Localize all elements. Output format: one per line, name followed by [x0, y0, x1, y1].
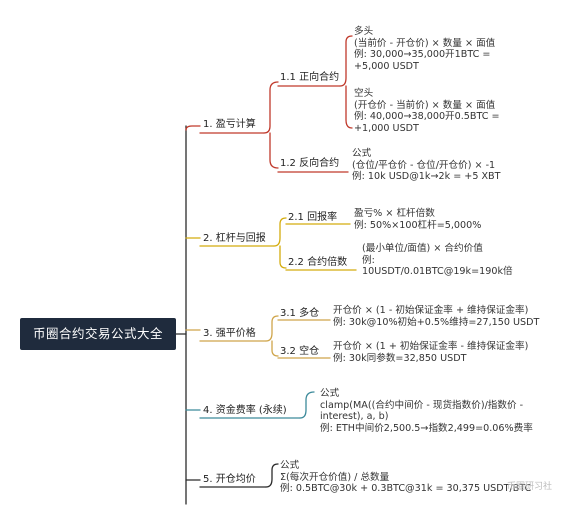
root-node: 币圈合约交易公式大全 [20, 318, 176, 350]
branch1-link [185, 125, 201, 131]
note-line: Σ(每次开仓价值) / 总数量 [280, 471, 390, 483]
note-line: 例: ETH中间价2,500.5→指数2,499=0.06%费率 [320, 422, 533, 434]
note-line: 例: [362, 254, 375, 266]
branch3-split [265, 315, 279, 357]
note-line: 例: 40,000→38,000开0.5BTC = [354, 111, 500, 123]
branch5-bracket [265, 463, 279, 488]
watermark: 币圈研习社 [506, 482, 552, 492]
branch2-1-label: 2.1 回报率 [288, 212, 338, 223]
note-line: (当前价 - 开仓价) × 数量 × 面值 [354, 37, 496, 49]
branch2-label: 2. 杠杆与回报 [203, 233, 266, 244]
note-line: +1,000 USDT [354, 122, 419, 134]
branch2-1-note: 盈亏% × 杠杆倍数 例: 50%×100杠杆=5,000% [354, 208, 481, 231]
branch2-split [273, 217, 287, 269]
note-line: 例: 0.5BTC@30k + 0.3BTC@31k = 30,375 USDT… [280, 483, 532, 495]
branch5-note: 公式 Σ(每次开仓价值) / 总数量 例: 0.5BTC@30k + 0.3BT… [280, 460, 531, 495]
note-line: 公式 [280, 460, 300, 471]
note-line: 开仓价 × (1 + 初始保证金率 - 维持保证金率) [333, 341, 529, 352]
note-line: 盈亏% × 杠杆倍数 [354, 208, 435, 219]
branch3-2-note: 开仓价 × (1 + 初始保证金率 - 维持保证金率) 例: 30k同参数=32… [333, 341, 528, 364]
note-line: (仓位/平仓价 - 仓位/开仓价) × -1 [352, 159, 496, 171]
note-line: clamp(MA((合约中间价 - 现货指数价)/指数价 - [320, 399, 524, 411]
branch1-1-split [339, 35, 353, 129]
branch4-note: 公式 clamp(MA((合约中间价 - 现货指数价)/指数价 - intere… [320, 388, 533, 434]
branch1-label: 1. 盈亏计算 [203, 119, 256, 130]
note-line: 例: 30k同参数=32,850 USDT [333, 352, 467, 364]
branch3-1-label: 3.1 多仓 [280, 308, 320, 319]
note-line: (最小单位/面值) × 合约价值 [362, 243, 483, 254]
branch1-1-label: 1.1 正向合约 [280, 72, 340, 83]
branch1-2-label: 1.2 反向合约 [280, 158, 340, 169]
branch2-2-note: (最小单位/面值) × 合约价值 例: 10USDT/0.01BTC@19k=1… [362, 243, 513, 278]
note-line: 公式 [320, 388, 340, 399]
note-line: 多头 [354, 26, 374, 37]
note-line: 例: 30k@10%初始+0.5%维持=27,150 USDT [333, 316, 540, 328]
note-line: (开仓价 - 当前价) × 数量 × 面值 [354, 99, 496, 111]
branch5-label: 5. 开仓均价 [203, 474, 256, 485]
branch4-bracket [299, 391, 315, 419]
branch4-label: 4. 资金费率 (永续) [203, 405, 287, 416]
branch1-split [263, 81, 279, 169]
note-line: +5,000 USDT [354, 60, 419, 72]
branch1-2-note: 公式 (仓位/平仓价 - 仓位/开仓价) × -1 例: 10k USD@1k→… [352, 148, 500, 183]
note-line: interest), a, b) [320, 411, 389, 423]
branch3-1-note: 开仓价 × (1 - 初始保证金率 + 维持保证金率) 例: 30k@10%初始… [333, 305, 539, 328]
note-line: 例: 50%×100杠杆=5,000% [354, 219, 482, 231]
branch2-2-label: 2.2 合约倍数 [288, 257, 348, 268]
branch1-1-note-long: 多头 (当前价 - 开仓价) × 数量 × 面值 例: 30,000→35,00… [354, 26, 495, 72]
branch3-label: 3. 强平价格 [203, 328, 256, 339]
note-line: 例: 30,000→35,000开1BTC = [354, 49, 491, 61]
note-line: 公式 [352, 148, 372, 159]
note-line: 开仓价 × (1 - 初始保证金率 + 维持保证金率) [333, 305, 529, 316]
note-line: 空头 [354, 88, 374, 99]
branch1-1-note-short: 空头 (开仓价 - 当前价) × 数量 × 面值 例: 40,000→38,00… [354, 88, 500, 134]
branch3-2-label: 3.2 空仓 [280, 346, 320, 357]
note-line: 10USDT/0.01BTC@19k=190k倍 [362, 266, 513, 278]
note-line: 例: 10k USD@1k→2k = +5 XBT [352, 171, 501, 183]
